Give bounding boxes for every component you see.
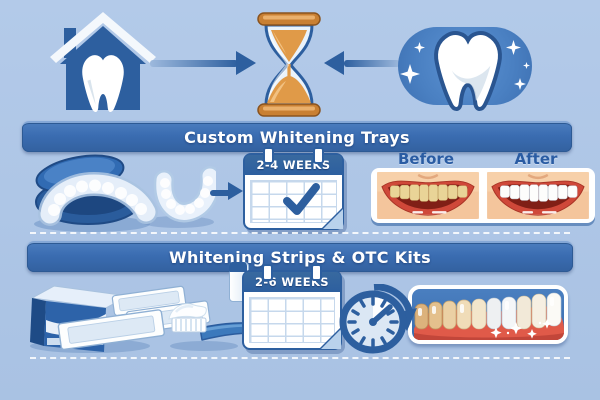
sparkle-icon bbox=[414, 42, 425, 53]
teeth-shade-gradient-icon bbox=[408, 285, 568, 344]
calendar-icon: 2-6 WEEKS bbox=[242, 264, 342, 350]
hourglass-icon bbox=[257, 12, 321, 117]
check-icon bbox=[283, 183, 320, 215]
calendar-ring bbox=[313, 147, 324, 164]
whitening-trays-icon bbox=[34, 154, 216, 232]
sparkle-icon bbox=[506, 40, 521, 55]
banner-label: Custom Whitening Trays bbox=[184, 128, 410, 147]
banner-label: Whitening Strips & OTC Kits bbox=[169, 248, 431, 267]
sparkle-icon bbox=[400, 64, 420, 84]
sparkle-icon bbox=[514, 78, 526, 90]
section-divider bbox=[30, 232, 570, 234]
calendar-fold bbox=[321, 329, 341, 349]
calendar-ring bbox=[311, 264, 322, 281]
sparkle-icon bbox=[523, 62, 530, 69]
toothbrush-icon bbox=[168, 303, 269, 351]
before-after-panel bbox=[371, 168, 595, 223]
after-smile bbox=[485, 172, 591, 219]
calendar-ring bbox=[263, 147, 274, 164]
bottom-divider bbox=[30, 357, 570, 359]
before-label: Before bbox=[397, 150, 454, 168]
strips-box-icon bbox=[30, 285, 211, 353]
calendar-duration-label: 2-4 WEEKS bbox=[245, 155, 342, 175]
calendar-ring bbox=[262, 264, 273, 281]
before-smile bbox=[375, 172, 481, 219]
clock-fast-icon bbox=[339, 284, 417, 354]
house-with-tooth-icon bbox=[50, 12, 156, 112]
pen-cap bbox=[229, 262, 247, 272]
calendar-check-icon: 2-4 WEEKS bbox=[243, 147, 344, 230]
after-label: After bbox=[514, 150, 558, 168]
calendar-duration-label: 2-6 WEEKS bbox=[244, 272, 340, 292]
section-banner-custom-trays: Custom Whitening Trays bbox=[22, 121, 572, 152]
calendar-fold bbox=[323, 209, 343, 229]
section-banner-strips-otc: Whitening Strips & OTC Kits bbox=[27, 241, 573, 272]
sparkling-tooth-icon bbox=[434, 31, 502, 111]
